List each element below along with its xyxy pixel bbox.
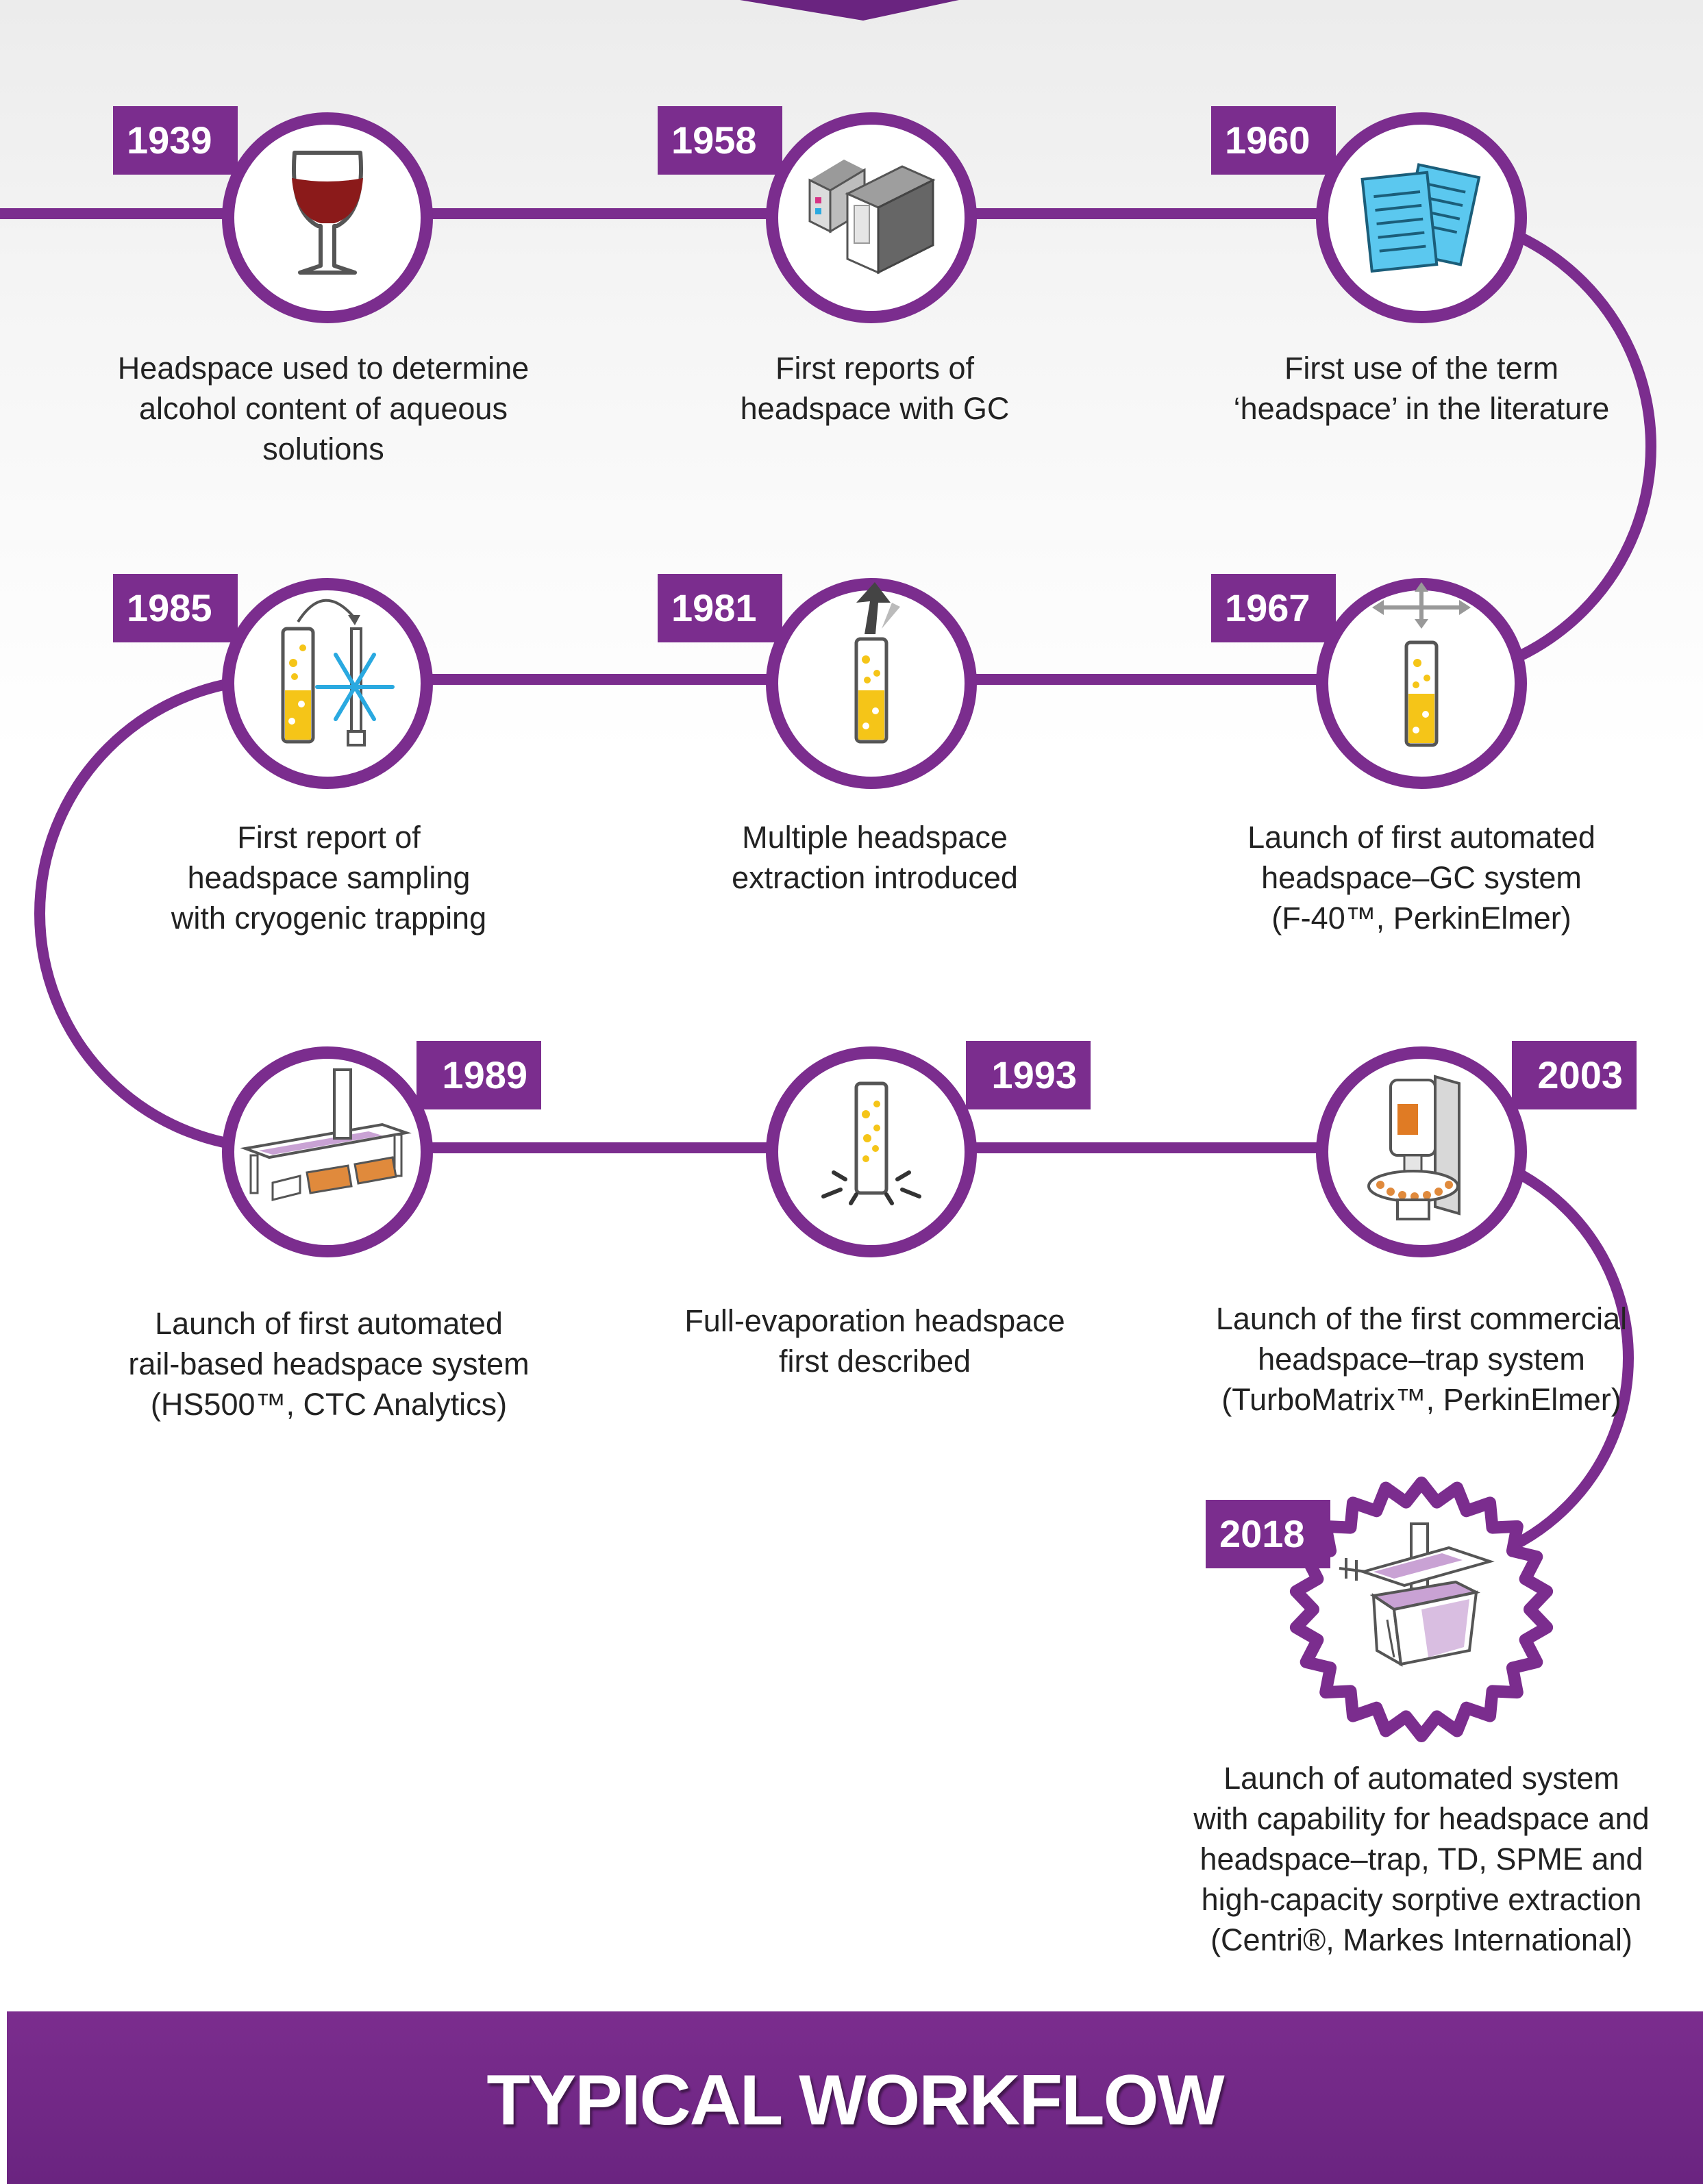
node-1958	[766, 112, 977, 323]
documents-icon	[1360, 163, 1481, 273]
caption-1939: Headspace used to determine alcohol cont…	[117, 351, 530, 466]
shaken-vial-icon	[1372, 582, 1471, 747]
caption-1989: Launch of first automated rail-based hea…	[128, 1306, 530, 1422]
year-badge-1939: 1939	[113, 106, 238, 175]
vial-venting-icon	[854, 582, 900, 744]
caption-2003: Launch of the first commercial headspace…	[1215, 1301, 1628, 1417]
timeline-path	[0, 208, 1656, 1574]
evaporation-vial-icon	[821, 1081, 921, 1205]
caption-1985: First report of headspace sampling with …	[171, 820, 487, 936]
node-1993	[766, 1046, 977, 1257]
year-badge-1985: 1985	[113, 574, 238, 642]
cryogenic-trap-icon	[281, 599, 395, 746]
node-1939	[222, 112, 433, 323]
caption-1960: First use of the term ‘headspace’ in the…	[1233, 351, 1610, 426]
caption-1993: Full-evaporation headspace first describ…	[684, 1303, 1065, 1379]
caption-2018: Launch of automated system with capabili…	[1193, 1761, 1650, 1957]
year-badge-1993: 1993	[966, 1041, 1091, 1109]
gc-instrument-icon	[808, 160, 936, 275]
node-1981	[766, 578, 977, 789]
year-badge-1967: 1967	[1211, 574, 1336, 642]
rail-autosampler-icon	[240, 1068, 412, 1201]
headspace-trap-icon	[1367, 1075, 1460, 1220]
footer-title: TYPICAL WORKFLOW	[486, 2061, 1224, 2140]
top-notch-arrow	[740, 0, 959, 21]
year-badge-2018: 2018	[1206, 1500, 1330, 1568]
node-1985	[222, 578, 433, 789]
year-badge-2003: 2003	[1512, 1041, 1637, 1109]
node-2018	[1289, 1477, 1554, 1742]
year-badge-1989: 1989	[417, 1041, 541, 1109]
caption-1967: Launch of first automated headspace–GC s…	[1247, 820, 1595, 936]
caption-1958: First reports of headspace with GC	[740, 351, 1010, 426]
year-badge-1958: 1958	[658, 106, 782, 175]
year-badge-1960: 1960	[1211, 106, 1336, 175]
node-2003	[1316, 1046, 1527, 1257]
caption-1981: Multiple headspace extraction introduced	[732, 820, 1018, 895]
wine-glass-icon	[292, 151, 363, 275]
node-1960	[1316, 112, 1527, 323]
year-badge-1981: 1981	[658, 574, 782, 642]
node-1967	[1316, 578, 1527, 789]
footer-banner: TYPICAL WORKFLOW	[7, 2011, 1703, 2184]
node-1989	[222, 1046, 433, 1257]
centri-system-icon	[1339, 1522, 1495, 1667]
